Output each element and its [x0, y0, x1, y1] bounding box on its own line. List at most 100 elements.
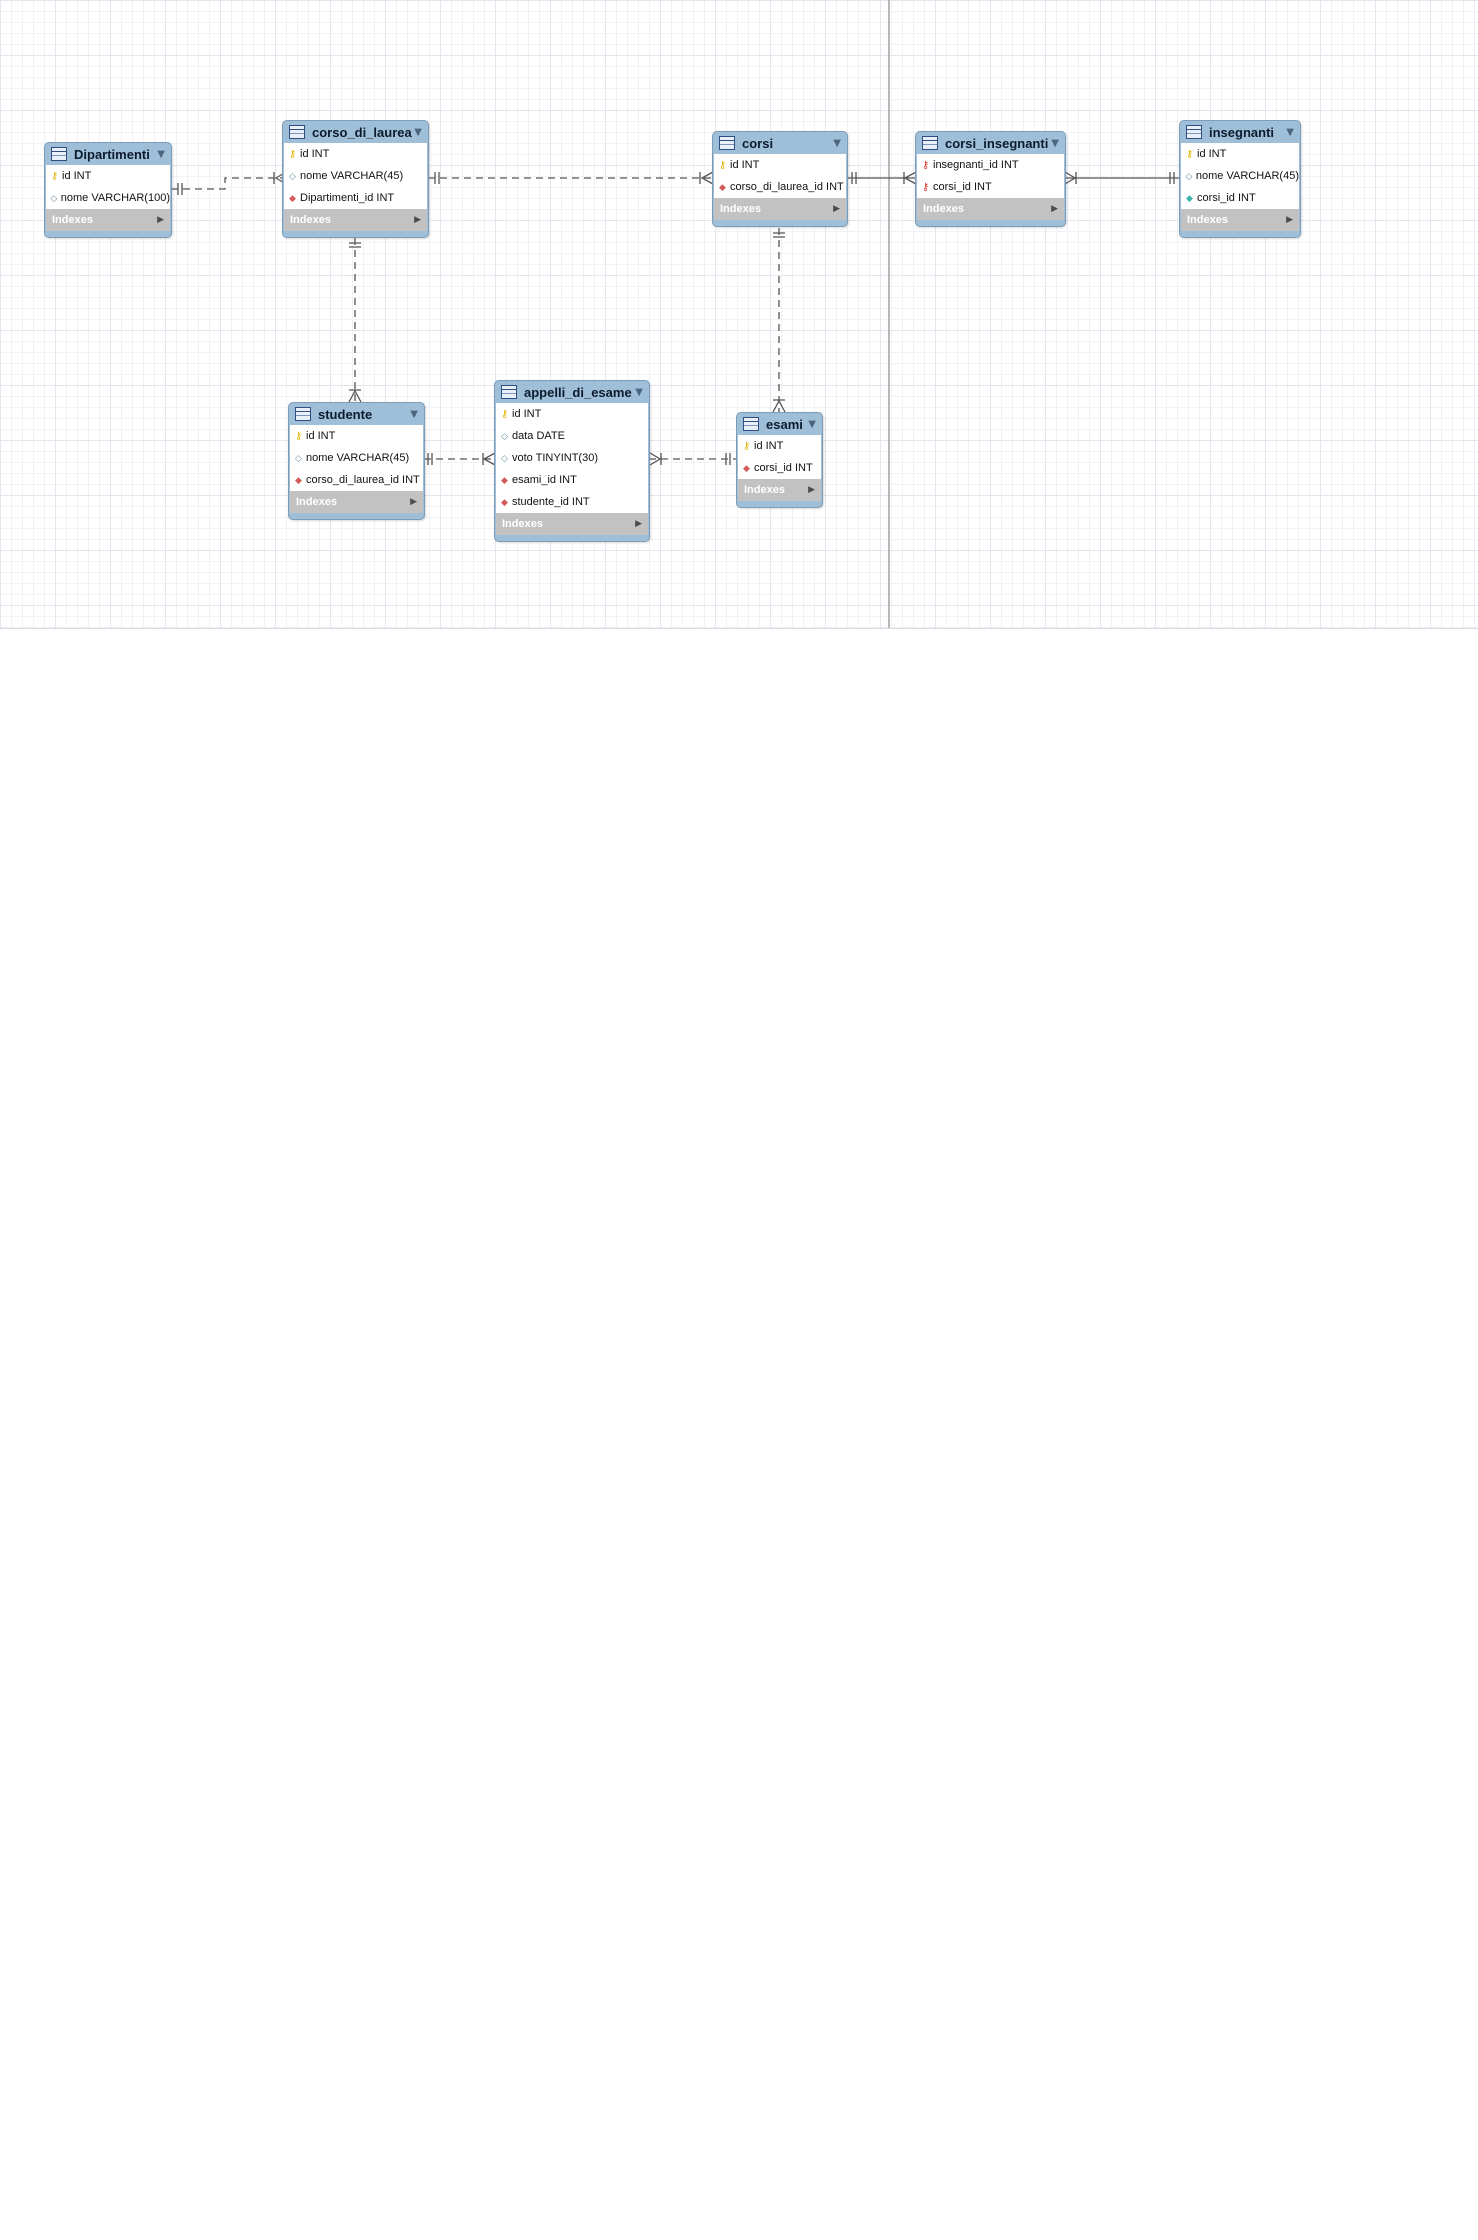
column-row[interactable]: ⚷id INT	[290, 425, 423, 447]
column-row[interactable]: ⚷insegnanti_id INT	[917, 154, 1064, 176]
collapse-arrow-icon[interactable]: ▼	[414, 126, 422, 138]
diamond-red-icon: ◆	[289, 192, 296, 203]
indexes-label: Indexes	[1187, 214, 1228, 226]
table-header[interactable]: corsi_insegnanti ▼	[916, 132, 1065, 154]
diagram-canvas[interactable]: Dipartimenti ▼ ⚷id INT ◇nome VARCHAR(100…	[0, 0, 1478, 629]
collapse-arrow-icon[interactable]: ▼	[635, 386, 643, 398]
indexes-section[interactable]: Indexes ▶	[46, 209, 170, 231]
column-label: studente_id INT	[512, 496, 590, 508]
indexes-section[interactable]: Indexes ▶	[1181, 209, 1299, 231]
column-label: id INT	[306, 430, 336, 442]
rel-corso-di-laurea-studente[interactable]	[348, 238, 362, 403]
column-row[interactable]: ◆corso_di_laurea_id INT	[714, 176, 846, 198]
rel-corsi-corsi-insegnanti[interactable]	[848, 171, 917, 185]
rel-corsi-esami[interactable]	[772, 228, 786, 413]
table-appelli-di-esame[interactable]: appelli_di_esame ▼ ⚷id INT ◇data DATE ◇v…	[494, 380, 650, 542]
table-esami[interactable]: esami ▼ ⚷id INT ◆corsi_id INT Indexes ▶	[736, 412, 823, 508]
indexes-label: Indexes	[502, 518, 543, 530]
column-label: corsi_id INT	[933, 181, 992, 193]
table-header[interactable]: appelli_di_esame ▼	[495, 381, 649, 403]
column-row[interactable]: ⚷id INT	[738, 435, 821, 457]
page-break-divider	[888, 0, 890, 628]
indexes-label: Indexes	[52, 214, 93, 226]
indexes-section[interactable]: Indexes ▶	[714, 198, 846, 220]
key-icon: ⚷	[718, 159, 727, 171]
column-row[interactable]: ◆Dipartimenti_id INT	[284, 187, 427, 209]
diamond-red-icon: ◆	[295, 474, 302, 485]
indexes-section[interactable]: Indexes ▶	[496, 513, 648, 535]
table-insegnanti[interactable]: insegnanti ▼ ⚷id INT ◇nome VARCHAR(45) ◆…	[1179, 120, 1301, 238]
column-row[interactable]: ◇data DATE	[496, 425, 648, 447]
column-row[interactable]: ⚷id INT	[496, 403, 648, 425]
table-header[interactable]: corsi ▼	[713, 132, 847, 154]
table-footer	[1180, 231, 1300, 237]
collapse-arrow-icon[interactable]: ▼	[1286, 126, 1294, 138]
indexes-label: Indexes	[923, 203, 964, 215]
expand-arrow-icon[interactable]: ▶	[157, 215, 164, 225]
table-footer	[737, 501, 822, 507]
column-row[interactable]: ⚷id INT	[1181, 143, 1299, 165]
table-header[interactable]: studente ▼	[289, 403, 424, 425]
key-red-icon: ⚷	[921, 159, 930, 171]
column-row[interactable]: ◇nome VARCHAR(45)	[1181, 165, 1299, 187]
expand-arrow-icon[interactable]: ▶	[414, 215, 421, 225]
expand-arrow-icon[interactable]: ▶	[410, 497, 417, 507]
expand-arrow-icon[interactable]: ▶	[833, 204, 840, 214]
table-corso-di-laurea[interactable]: corso_di_laurea ▼ ⚷id INT ◇nome VARCHAR(…	[282, 120, 429, 238]
expand-arrow-icon[interactable]: ▶	[1286, 215, 1293, 225]
column-row[interactable]: ⚷corsi_id INT	[917, 176, 1064, 198]
table-footer	[283, 231, 428, 237]
indexes-section[interactable]: Indexes ▶	[284, 209, 427, 231]
column-row[interactable]: ◇nome VARCHAR(100)	[46, 187, 170, 209]
key-icon: ⚷	[500, 408, 509, 420]
rel-insegnanti-corsi-insegnanti[interactable]	[1064, 171, 1179, 185]
table-header[interactable]: esami ▼	[737, 413, 822, 435]
rel-corso-di-laurea-corsi[interactable]	[428, 171, 714, 185]
collapse-arrow-icon[interactable]: ▼	[833, 137, 841, 149]
expand-arrow-icon[interactable]: ▶	[1051, 204, 1058, 214]
diamond-outline-icon: ◇	[295, 452, 302, 463]
collapse-arrow-icon[interactable]: ▼	[410, 408, 418, 420]
collapse-arrow-icon[interactable]: ▼	[808, 418, 816, 430]
indexes-label: Indexes	[290, 214, 331, 226]
column-row[interactable]: ◆esami_id INT	[496, 469, 648, 491]
column-label: corsi_id INT	[1197, 192, 1256, 204]
column-row[interactable]: ⚷id INT	[284, 143, 427, 165]
expand-arrow-icon[interactable]: ▶	[635, 519, 642, 529]
table-corsi[interactable]: corsi ▼ ⚷id INT ◆corso_di_laurea_id INT …	[712, 131, 848, 227]
column-label: esami_id INT	[512, 474, 577, 486]
table-header[interactable]: Dipartimenti ▼	[45, 143, 171, 165]
column-row[interactable]: ◆corsi_id INT	[738, 457, 821, 479]
column-row[interactable]: ⚷id INT	[714, 154, 846, 176]
table-corsi-insegnanti[interactable]: corsi_insegnanti ▼ ⚷insegnanti_id INT ⚷c…	[915, 131, 1066, 227]
table-dipartimenti[interactable]: Dipartimenti ▼ ⚷id INT ◇nome VARCHAR(100…	[44, 142, 172, 238]
rel-dipartimenti-corso-di-laurea[interactable]	[171, 171, 287, 195]
column-list: ⚷id INT ◆corsi_id INT	[738, 435, 821, 479]
indexes-section[interactable]: Indexes ▶	[290, 491, 423, 513]
column-row[interactable]: ◇voto TINYINT(30)	[496, 447, 648, 469]
table-header[interactable]: corso_di_laurea ▼	[283, 121, 428, 143]
table-icon	[501, 385, 517, 399]
table-name: appelli_di_esame	[524, 384, 632, 400]
table-header[interactable]: insegnanti ▼	[1180, 121, 1300, 143]
key-icon: ⚷	[294, 430, 303, 442]
indexes-section[interactable]: Indexes ▶	[738, 479, 821, 501]
table-footer	[916, 220, 1065, 226]
indexes-section[interactable]: Indexes ▶	[917, 198, 1064, 220]
column-label: insegnanti_id INT	[933, 159, 1019, 171]
rel-esami-appelli-di-esame[interactable]	[649, 452, 737, 466]
column-row[interactable]: ◆corso_di_laurea_id INT	[290, 469, 423, 491]
table-studente[interactable]: studente ▼ ⚷id INT ◇nome VARCHAR(45) ◆co…	[288, 402, 425, 520]
rel-studente-appelli-di-esame[interactable]	[424, 452, 496, 466]
indexes-label: Indexes	[720, 203, 761, 215]
column-row[interactable]: ◇nome VARCHAR(45)	[284, 165, 427, 187]
column-row[interactable]: ⚷id INT	[46, 165, 170, 187]
column-row[interactable]: ◆corsi_id INT	[1181, 187, 1299, 209]
column-label: corsi_id INT	[754, 462, 813, 474]
collapse-arrow-icon[interactable]: ▼	[1051, 137, 1059, 149]
key-icon: ⚷	[742, 440, 751, 452]
column-row[interactable]: ◆studente_id INT	[496, 491, 648, 513]
collapse-arrow-icon[interactable]: ▼	[157, 148, 165, 160]
column-row[interactable]: ◇nome VARCHAR(45)	[290, 447, 423, 469]
expand-arrow-icon[interactable]: ▶	[808, 485, 815, 495]
